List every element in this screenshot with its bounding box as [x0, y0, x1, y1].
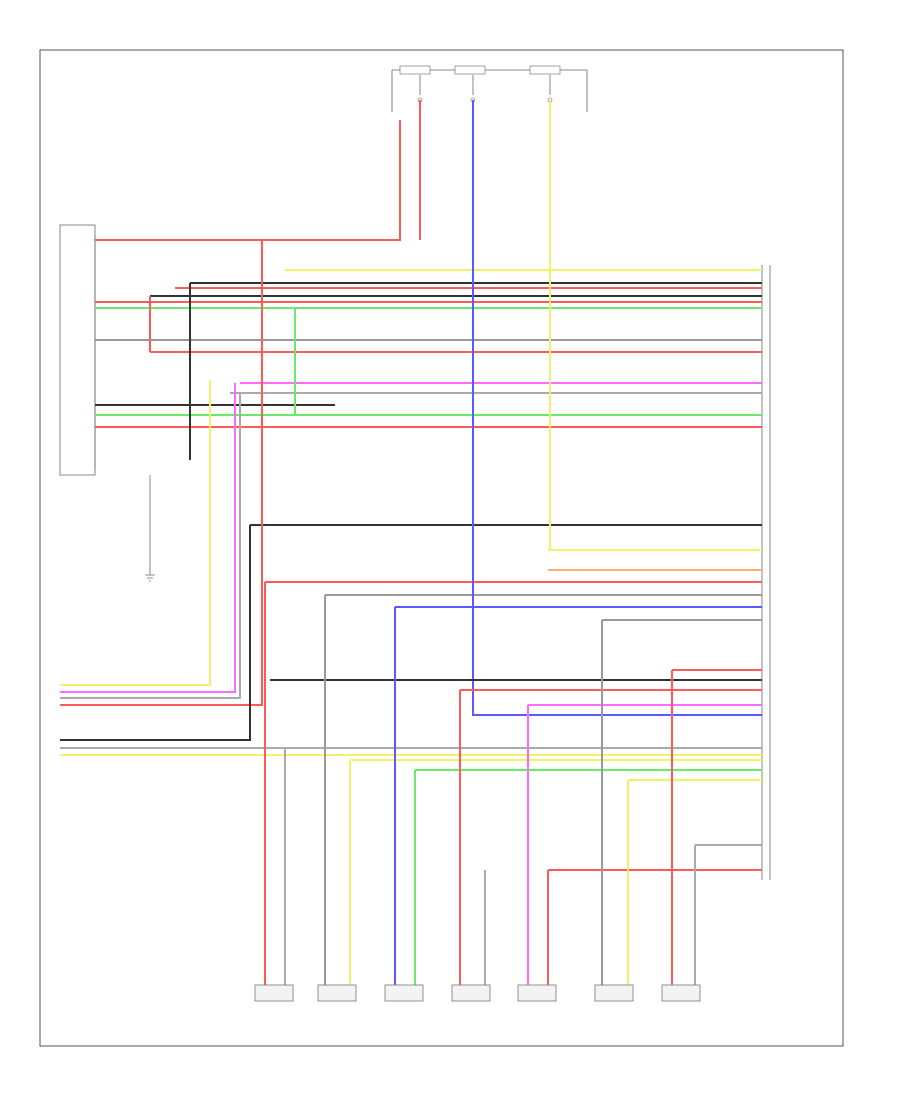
wire-blue: [472, 100, 762, 716]
speaker-icon: [517, 984, 557, 1002]
wire-dark: [60, 525, 251, 741]
wire-red: [60, 240, 263, 706]
left-bus: [149, 283, 296, 575]
diagram-frame: [39, 49, 844, 1047]
ground-icon: [145, 574, 155, 582]
speaker-drops: [264, 582, 696, 985]
wire-magenta: [60, 383, 236, 693]
speaker-icon: [254, 984, 294, 1002]
speaker-icon: [317, 984, 357, 1002]
lower-left-wires: [60, 240, 762, 756]
speaker-icon: [661, 984, 701, 1002]
fuse-block-group: [391, 65, 588, 112]
lower-right-wires: [270, 669, 762, 871]
left-connector: [59, 224, 96, 476]
right-connector: [761, 265, 771, 880]
fuse-block: [529, 65, 561, 75]
speaker-icon: [384, 984, 424, 1002]
fuse-block: [399, 65, 431, 75]
speaker-icon: [594, 984, 634, 1002]
wire-red: [95, 120, 401, 241]
speaker-icon: [451, 984, 491, 1002]
fuse-block: [454, 65, 486, 75]
wire-yellow: [60, 380, 211, 686]
speakers: [254, 984, 701, 1002]
main-wires: [95, 120, 762, 621]
fuse-feeds: [419, 100, 762, 716]
wire-gray: [60, 393, 241, 699]
